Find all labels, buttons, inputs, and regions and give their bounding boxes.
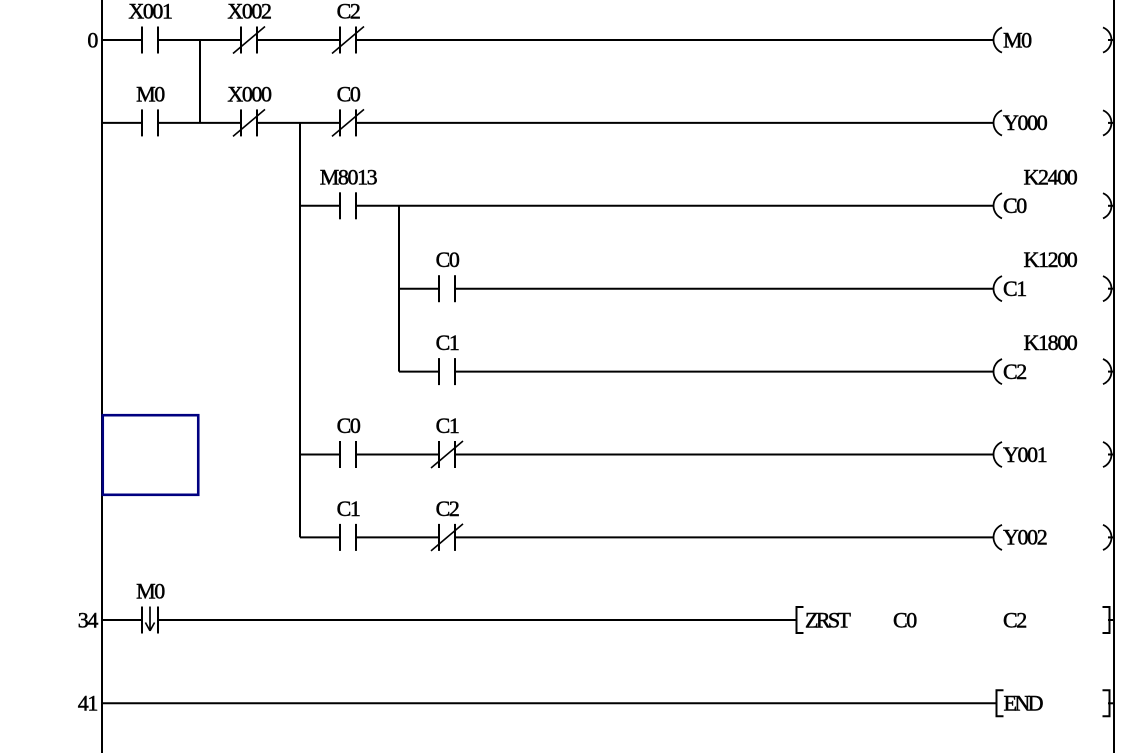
svg-text:C2: C2 [337, 0, 360, 24]
svg-text:C0: C0 [337, 81, 361, 106]
svg-text:K1800: K1800 [1024, 330, 1078, 355]
svg-text:M0: M0 [136, 579, 165, 604]
svg-text:C1: C1 [337, 496, 360, 521]
svg-text:C2: C2 [1003, 359, 1026, 384]
svg-text:C0: C0 [337, 413, 361, 438]
svg-text:41: 41 [78, 691, 98, 716]
svg-text:X002: X002 [227, 0, 271, 24]
svg-text:K2400: K2400 [1024, 164, 1078, 189]
svg-text:C1: C1 [436, 413, 459, 438]
svg-text:C0: C0 [893, 607, 917, 632]
svg-text:C0: C0 [1003, 193, 1027, 218]
svg-text:M8013: M8013 [320, 164, 378, 189]
svg-text:Y000: Y000 [1003, 110, 1048, 135]
svg-text:34: 34 [78, 607, 99, 632]
svg-text:C1: C1 [436, 330, 459, 355]
svg-text:C0: C0 [436, 247, 460, 272]
svg-text:C2: C2 [1003, 607, 1026, 632]
svg-text:Y001: Y001 [1003, 442, 1047, 467]
svg-text:C2: C2 [436, 496, 459, 521]
svg-text:X000: X000 [227, 81, 272, 106]
svg-text:ZRST: ZRST [805, 607, 852, 632]
svg-text:END: END [1004, 691, 1043, 716]
svg-text:C1: C1 [1003, 276, 1026, 301]
svg-text:Y002: Y002 [1003, 525, 1047, 550]
svg-text:M0: M0 [1003, 27, 1032, 52]
svg-text:K1200: K1200 [1024, 247, 1078, 272]
svg-text:X001: X001 [128, 0, 172, 24]
svg-text:M0: M0 [136, 81, 165, 106]
svg-text:0: 0 [87, 27, 98, 52]
